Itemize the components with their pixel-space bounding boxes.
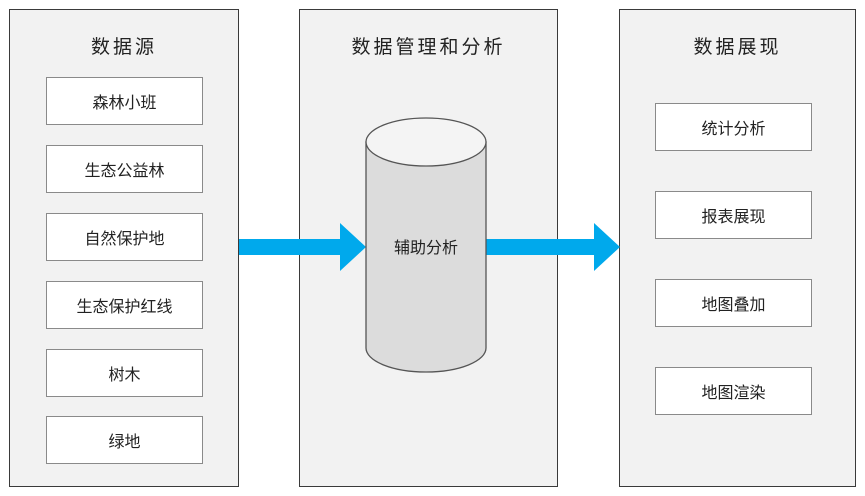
source-item-ecological-forest: 生态公益林 [46,145,203,193]
data-management-title: 数据管理和分析 [351,36,506,58]
source-item-ecological-redline: 生态保护红线 [46,281,203,329]
source-item-forest-subcompartment: 森林小班 [46,77,203,125]
display-item-map-overlay: 地图叠加 [655,279,812,327]
cylinder-label: 辅助分析 [394,238,458,257]
data-display-title: 数据展现 [693,36,782,58]
data-display-panel: 数据展现 统计分析 报表展现 地图叠加 地图渲染 [619,9,856,487]
display-item-map-rendering: 地图渲染 [655,367,812,415]
display-item-statistics: 统计分析 [655,103,812,151]
flow-arrow-management-to-display [486,223,620,271]
display-item-reports: 报表展现 [655,191,812,239]
database-cylinder: 辅助分析 [365,117,487,373]
source-item-green-space: 绿地 [46,416,203,464]
cylinder-top [365,117,487,167]
source-item-trees: 树木 [46,349,203,397]
data-source-panel: 数据源 森林小班 生态公益林 自然保护地 生态保护红线 树木 绿地 [9,9,239,487]
data-source-title: 数据源 [90,36,157,58]
source-item-nature-reserve: 自然保护地 [46,213,203,261]
flow-arrow-source-to-management [239,223,366,271]
cylinder-body [365,141,487,373]
